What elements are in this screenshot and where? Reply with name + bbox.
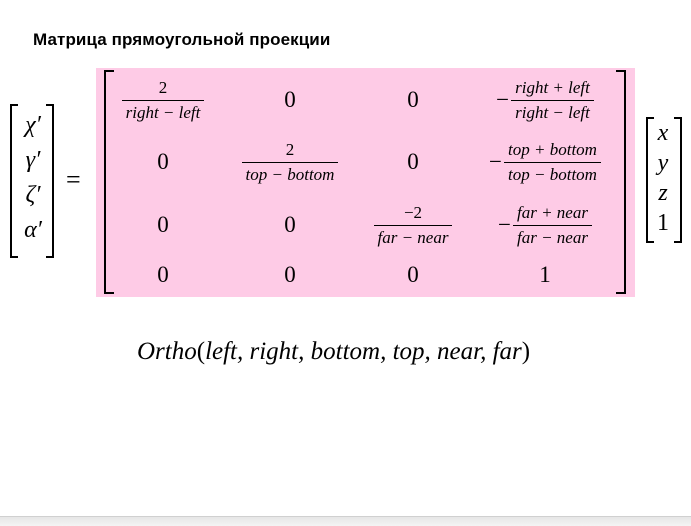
matrix-cell-r3c1: 0 (88, 200, 238, 250)
rhs-entry: z (658, 180, 668, 206)
fraction-denominator: far − near (513, 224, 592, 248)
formula-args: left, right, bottom, top, near, far (205, 338, 522, 365)
matrix-value: 0 (157, 212, 169, 237)
lhs-left-bracket (10, 104, 18, 258)
matrix-value: 0 (157, 149, 169, 174)
fraction-denominator: top − bottom (241, 161, 339, 185)
matrix-value: 0 (284, 262, 296, 287)
matrix-cell-r4c3: 0 (338, 250, 488, 300)
lhs-right-bracket (46, 104, 54, 258)
matrix-cell-r4c2: 0 (215, 250, 365, 300)
equals-sign: = (66, 165, 81, 194)
footer-bar (0, 516, 691, 526)
rhs-entry: y (657, 150, 669, 176)
matrix-cell-r2c1: 0 (88, 137, 238, 187)
matrix-value: 0 (284, 87, 296, 112)
matrix-cell-r4c1: 0 (88, 250, 238, 300)
minus-sign: − (489, 149, 503, 174)
slide-title: Матрица прямоугольной проекции (33, 30, 331, 49)
fraction-denominator: right − left (121, 99, 205, 123)
fraction-denominator: right − left (511, 99, 594, 123)
fraction-numerator: top + bottom (508, 139, 597, 159)
matrix-cell-r1c2: 0 (215, 75, 365, 125)
matrix-value: 0 (407, 149, 419, 174)
fraction-numerator: 2 (158, 77, 168, 97)
formula-open-paren: ( (196, 338, 206, 365)
matrix-value: 0 (407, 262, 419, 287)
matrix-cell-r1c3: 0 (338, 75, 488, 125)
minus-sign: − (496, 87, 510, 112)
matrix-value: 1 (539, 262, 551, 287)
formula-close-paren: ) (521, 338, 531, 365)
lhs-entry: ζ′ (25, 182, 41, 208)
matrix-cell-r2c3: 0 (338, 137, 488, 187)
fraction-denominator: top − bottom (504, 161, 601, 185)
lhs-entry: χ′ (25, 112, 41, 138)
rhs-left-bracket (646, 117, 654, 243)
fraction-numerator: right + left (515, 77, 590, 97)
fraction-denominator: far − near (373, 224, 453, 248)
rhs-entry: x (657, 120, 669, 146)
matrix-cell-r4c4: 1 (470, 250, 620, 300)
matrix-value: 0 (157, 262, 169, 287)
lhs-entry: α′ (24, 217, 42, 243)
ortho-formula: Ortho(left, right, bottom, top, near, fa… (137, 338, 530, 366)
matrix-left-bracket (104, 70, 114, 294)
matrix-highlight (96, 68, 635, 297)
matrix-value: 0 (407, 87, 419, 112)
lhs-vector: χ′ γ′ ζ′ α′ (18, 108, 48, 248)
matrix-cell-r3c2: 0 (215, 200, 365, 250)
rhs-vector: x y z 1 (652, 118, 674, 238)
matrix-right-bracket (616, 70, 626, 294)
fraction-numerator: −2 (403, 202, 423, 222)
minus-sign: − (498, 212, 511, 237)
rhs-right-bracket (674, 117, 682, 243)
fraction-numerator: 2 (285, 139, 295, 159)
rhs-entry: 1 (657, 210, 669, 236)
formula-name: Ortho (137, 338, 197, 365)
lhs-entry: γ′ (25, 147, 41, 173)
matrix-value: 0 (284, 212, 296, 237)
fraction-numerator: far + near (517, 202, 588, 222)
